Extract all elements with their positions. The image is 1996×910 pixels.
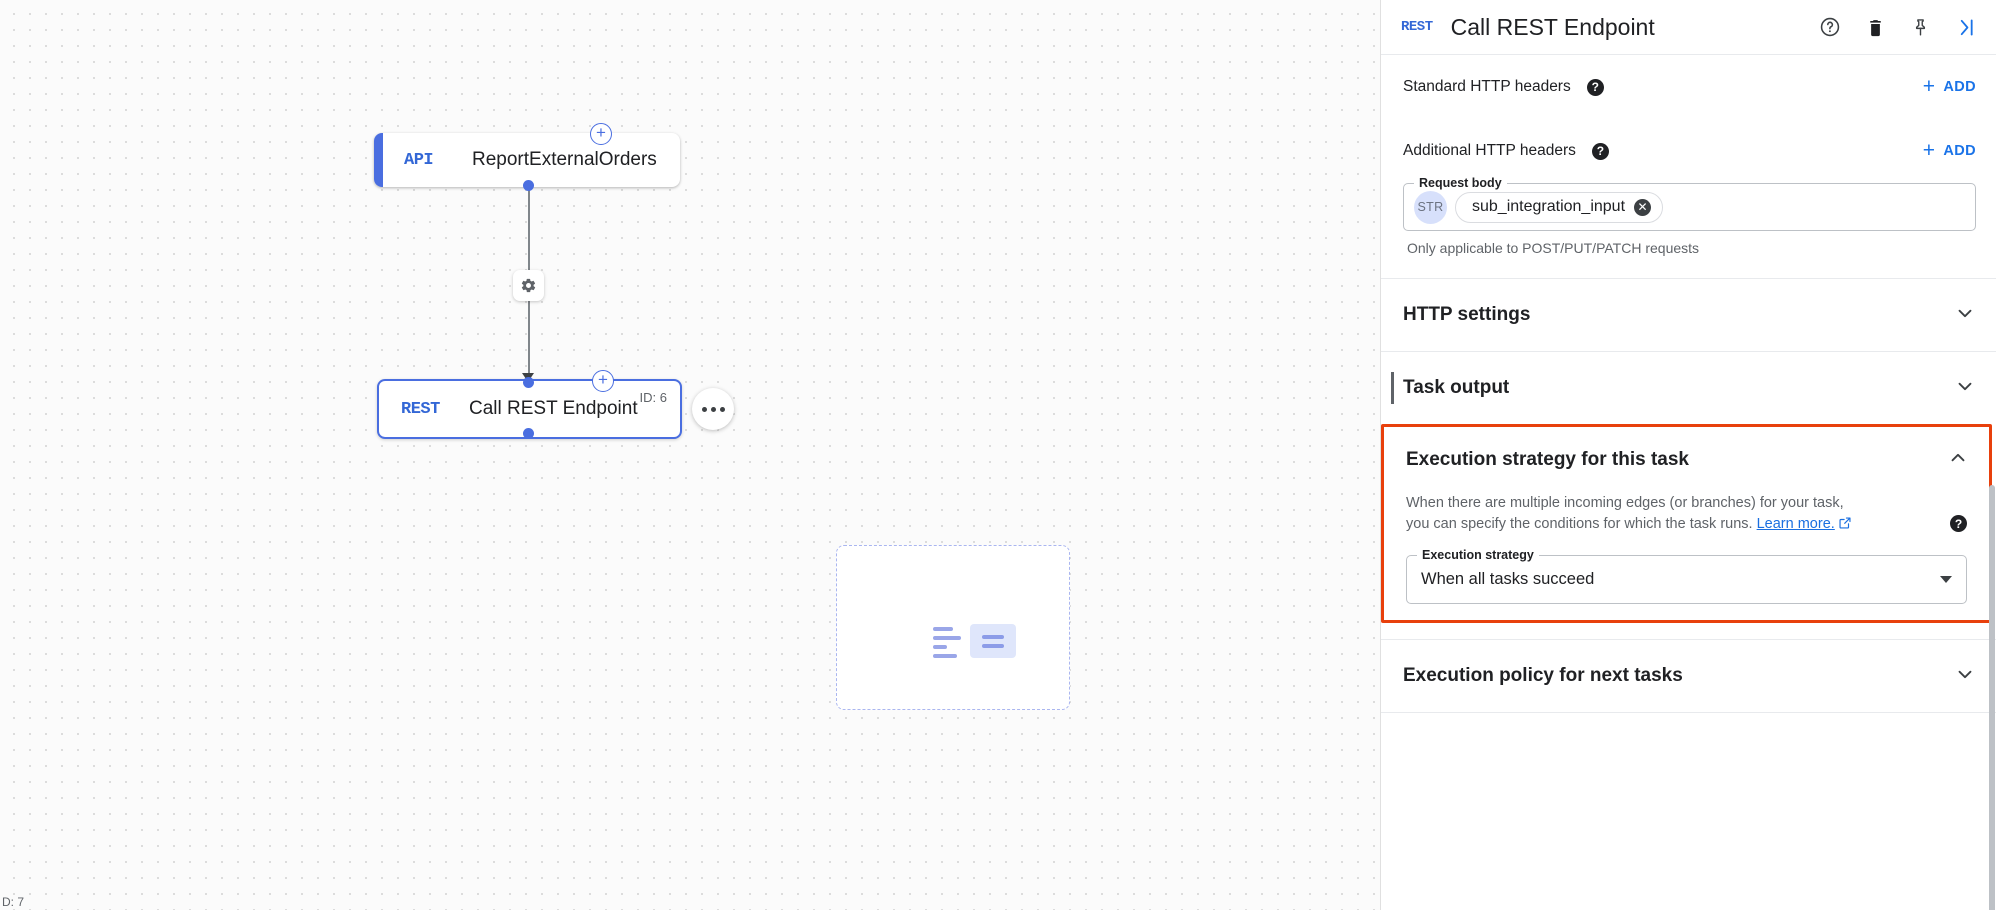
preview-lines-icon: [933, 624, 961, 658]
collapse-panel-icon[interactable]: [1955, 16, 1978, 39]
execution-strategy-help: ?: [1950, 427, 1967, 620]
help-icon[interactable]: ?: [1950, 515, 1967, 533]
remove-chip-icon[interactable]: ✕: [1634, 198, 1652, 216]
description-line-1: When there are multiple incoming edges (…: [1406, 495, 1844, 511]
panel-title: Call REST Endpoint: [1450, 13, 1655, 40]
node-more-options-icon[interactable]: [692, 388, 734, 430]
plus-icon: +: [1922, 139, 1936, 162]
variable-type-badge: STR: [1414, 190, 1447, 224]
node-type-badge: API: [404, 150, 434, 170]
panel-header-actions: [1819, 16, 1978, 39]
node-type-badge: REST: [401, 399, 440, 419]
panel-body[interactable]: Standard HTTP headers ? + ADD Additional…: [1381, 55, 1996, 910]
help-icon[interactable]: ?: [1586, 78, 1604, 96]
plus-icon: +: [1922, 75, 1936, 98]
chevron-down-icon[interactable]: [1954, 375, 1976, 402]
section-active-marker: [1391, 372, 1394, 404]
external-link-icon[interactable]: [1838, 516, 1852, 537]
section-execution-strategy[interactable]: Execution strategy for this task When th…: [1381, 424, 1992, 624]
section-http-settings[interactable]: HTTP settings: [1381, 279, 1996, 351]
section-execution-policy[interactable]: Execution policy for next tasks: [1381, 640, 1996, 712]
node-output-port[interactable]: [523, 180, 534, 191]
task-config-panel: REST Call REST Endpoint: [1380, 0, 1996, 910]
node-input-port[interactable]: [523, 377, 534, 388]
standard-http-headers-label: Standard HTTP headers: [1403, 78, 1571, 95]
help-circle-icon[interactable]: [1819, 16, 1841, 38]
execution-strategy-select-legend: Execution strategy: [1417, 548, 1539, 563]
divider: [1381, 712, 1996, 714]
node-label: ReportExternalOrders: [472, 149, 657, 170]
description-line-2: you can specify the conditions for which…: [1406, 516, 1753, 533]
standard-http-headers-row: Standard HTTP headers ? + ADD: [1381, 55, 1996, 119]
divider: [1381, 278, 1996, 279]
section-task-output[interactable]: Task output: [1381, 352, 1996, 424]
preview-box-icon: [970, 624, 1016, 658]
preview-placeholder-graphic: [933, 624, 1016, 658]
request-body-field[interactable]: Request body STR sub_integration_input ✕: [1403, 176, 1976, 231]
help-icon[interactable]: ?: [1591, 142, 1609, 160]
vertical-scrollbar[interactable]: [1989, 485, 1995, 910]
add-additional-header-button[interactable]: + ADD: [1922, 139, 1976, 162]
execution-strategy-selected-value: When all tasks succeed: [1421, 570, 1595, 589]
chevron-down-icon[interactable]: [1954, 302, 1976, 329]
trash-icon[interactable]: [1865, 17, 1886, 38]
node-accent-stripe: [374, 133, 383, 187]
divider: [1381, 639, 1996, 641]
divider: [1381, 351, 1996, 352]
canvas-preview-panel[interactable]: [836, 545, 1070, 710]
section-title: Task output: [1403, 377, 1510, 398]
request-body-legend: Request body: [1414, 176, 1507, 190]
chevron-up-icon[interactable]: [1947, 447, 1969, 474]
node-id-badge: ID: 6: [639, 390, 667, 405]
add-label: ADD: [1943, 143, 1976, 159]
node-output-port[interactable]: [523, 428, 534, 439]
section-title: HTTP settings: [1403, 304, 1531, 325]
add-standard-header-button[interactable]: + ADD: [1922, 75, 1976, 98]
canvas-zoom-label: D: 7: [2, 895, 25, 909]
chevron-down-icon[interactable]: [1940, 576, 1952, 584]
add-node-plus-icon[interactable]: +: [592, 370, 614, 392]
canvas-node-api[interactable]: API ReportExternalOrders: [374, 133, 680, 187]
add-node-plus-icon[interactable]: +: [590, 123, 612, 145]
chevron-down-icon[interactable]: [1954, 663, 1976, 690]
canvas-node-rest[interactable]: REST Call REST Endpoint ID: 6: [377, 379, 682, 439]
execution-strategy-header[interactable]: Execution strategy for this task: [1384, 427, 1989, 493]
edge-settings-gear-icon[interactable]: [513, 270, 544, 301]
chip-label: sub_integration_input: [1472, 198, 1626, 215]
add-label: ADD: [1943, 79, 1976, 95]
panel-header: REST Call REST Endpoint: [1381, 0, 1996, 55]
workflow-canvas[interactable]: API ReportExternalOrders + REST Call RES…: [0, 0, 1380, 910]
learn-more-link[interactable]: Learn more.: [1756, 516, 1835, 533]
execution-strategy-select[interactable]: Execution strategy When all tasks succee…: [1406, 548, 1967, 605]
section-title: Execution policy for next tasks: [1403, 665, 1683, 687]
additional-http-headers-label: Additional HTTP headers: [1403, 142, 1576, 159]
pin-icon[interactable]: [1910, 17, 1931, 38]
section-title: Execution strategy for this task: [1406, 449, 1689, 470]
execution-strategy-description: When there are multiple incoming edges (…: [1384, 493, 1989, 537]
additional-http-headers-row: Additional HTTP headers ? + ADD: [1381, 119, 1996, 183]
request-body-variable-chip[interactable]: sub_integration_input ✕: [1455, 191, 1664, 223]
request-body-helper-text: Only applicable to POST/PUT/PATCH reques…: [1407, 240, 1700, 256]
panel-type-badge: REST: [1401, 19, 1433, 35]
node-label: Call REST Endpoint: [469, 398, 638, 419]
